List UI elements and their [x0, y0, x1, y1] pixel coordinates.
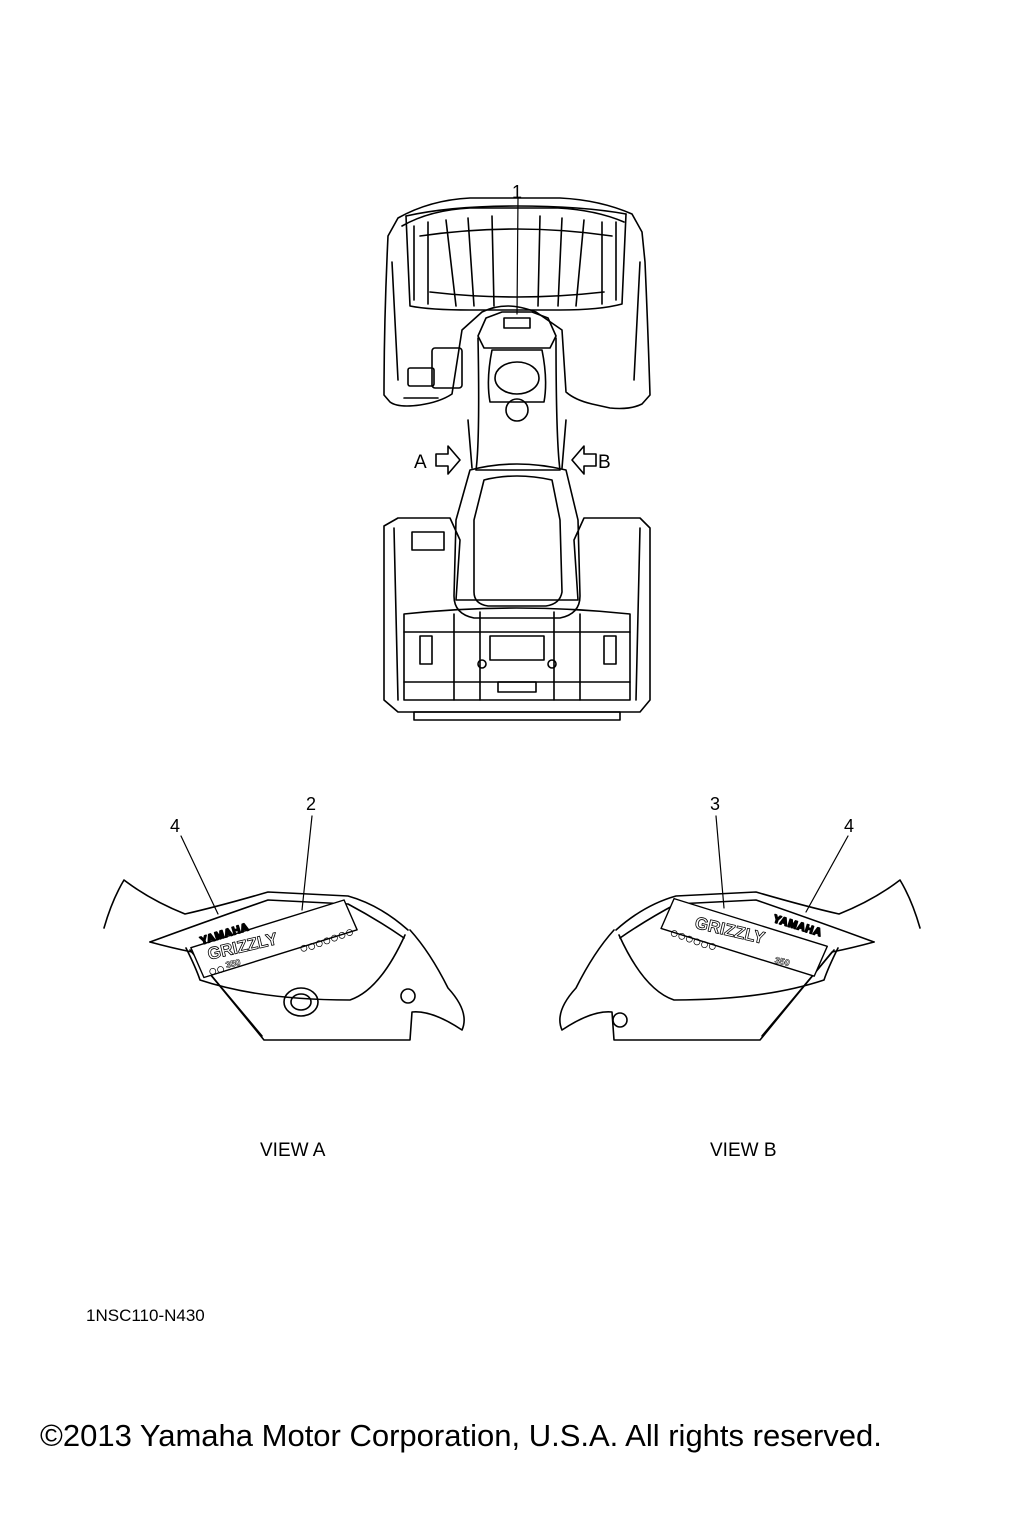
view-a-label: VIEW A: [260, 1140, 326, 1161]
decal-model-sub: 350: [225, 957, 242, 970]
leader-4a: [180, 835, 219, 915]
diagram-code: 1NSC110-N430: [86, 1306, 205, 1325]
copyright-notice: ©2013 Yamaha Motor Corporation, U.S.A. A…: [40, 1418, 882, 1453]
arrow-a-label: A: [414, 452, 427, 473]
rear-rack: [403, 607, 631, 701]
tank-body: [475, 337, 561, 471]
callout-4-right: 4: [844, 816, 854, 836]
arrow-a: [435, 445, 461, 475]
arrow-b: [571, 445, 597, 475]
arrow-b-label: B: [598, 452, 611, 473]
front-fender: [383, 197, 651, 410]
front-rack: [405, 213, 627, 311]
view-b-label: VIEW B: [710, 1140, 777, 1161]
leader-4b: [805, 835, 849, 913]
callout-1: 1: [512, 182, 522, 202]
decal-grizzly-right: GRIZZLY 350: [660, 897, 828, 977]
view-b-panel: GRIZZLY 350 YAMAHA: [559, 879, 921, 1041]
callout-4-left: 4: [170, 816, 180, 836]
decal-model-sub: 350: [774, 955, 791, 968]
leader-3: [715, 815, 725, 909]
callout-3: 3: [710, 794, 720, 814]
atv-top-view: [383, 197, 651, 721]
rear-fender: [383, 517, 651, 713]
leader-2: [301, 815, 313, 911]
callout-2: 2: [306, 794, 316, 814]
leader-1: [516, 197, 519, 315]
view-a-panel: GRIZZLY 350 YAMAHA: [103, 879, 465, 1041]
